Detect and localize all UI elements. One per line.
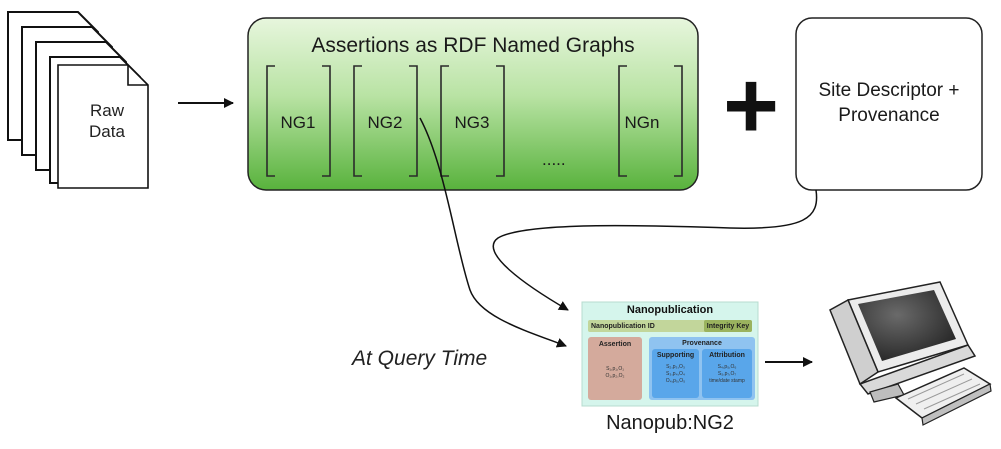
arrow-site-to-nanopub <box>492 189 818 311</box>
provenance-heading: Provenance <box>682 340 722 347</box>
site-descriptor-box <box>795 17 983 191</box>
raw-data-document-stack <box>7 11 149 189</box>
supporting-triple-line: O₄,p₅,O₅ <box>665 378 686 384</box>
nanopublication-title: Nanopublication <box>626 304 714 316</box>
attribution-triples: S₄,p₅,O₆ S₅,p₇,O₇ time/date stamp <box>702 364 752 385</box>
assertion-triple-line: S₁,p₁,O₁ <box>606 366 624 372</box>
named-graph-label-ng2: NG2 <box>367 113 403 132</box>
named-graphs-ellipsis: ..... <box>542 150 566 169</box>
supporting-triple-line: S₃,p₄,O₄ <box>666 371 685 377</box>
named-graph-label-ng3: NG3 <box>454 113 490 132</box>
named-graph-label-ngn: NGn <box>624 113 660 132</box>
nanopublication-panel <box>581 301 759 407</box>
supporting-heading: Supporting <box>656 352 695 359</box>
attribution-heading: Attribution <box>709 352 745 359</box>
attribution-triple-line: S₄,p₅,O₆ <box>717 364 737 370</box>
attribution-triple-line: time/date stamp <box>709 378 745 384</box>
arrow-ng2-to-nanopub <box>419 117 567 348</box>
attribution-triple-line: S₅,p₇,O₇ <box>717 371 737 377</box>
assertion-triple-line: O₁,p₂,O₂ <box>605 373 625 379</box>
supporting-triple-line: S₂,p₃,O₃ <box>666 364 685 370</box>
named-graph-label-ng1: NG1 <box>280 113 316 132</box>
graph-brackets <box>266 65 683 177</box>
assertion-heading: Assertion <box>598 341 632 348</box>
nanopub-caption: Nanopub:NG2 <box>606 412 734 434</box>
integrity-key-label: Integrity Key <box>706 323 750 330</box>
supporting-triples: S₂,p₃,O₃ S₃,p₄,O₄ O₄,p₅,O₅ <box>652 364 699 385</box>
plus-symbol: + <box>723 52 780 159</box>
site-descriptor-label: Site Descriptor + Provenance <box>818 80 960 126</box>
named-graphs-title: Assertions as RDF Named Graphs <box>311 34 635 57</box>
query-time-label: At Query Time <box>352 347 488 370</box>
raw-data-label: Raw Data <box>89 101 125 141</box>
assertion-triples: S₁,p₁,O₁ O₁,p₂,O₂ <box>589 366 641 380</box>
computer-icon <box>829 281 992 426</box>
named-graphs-box <box>247 17 699 191</box>
nanopublication-id-label: Nanopublication ID <box>591 323 655 330</box>
